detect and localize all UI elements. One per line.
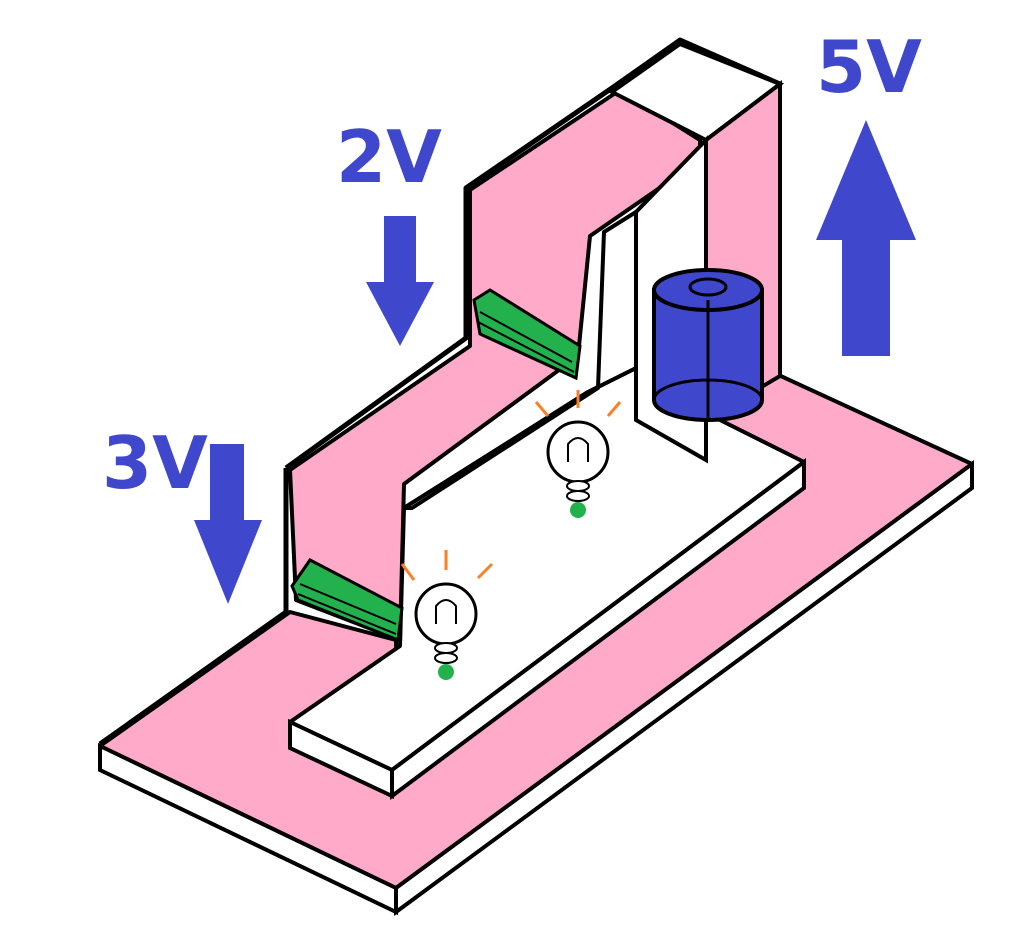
base-right-edge xyxy=(394,460,974,916)
down-arrow-icon xyxy=(194,444,262,604)
bulb-lower xyxy=(400,550,494,680)
resistor-icon xyxy=(472,288,582,381)
wall-top-edge-upper xyxy=(284,37,782,471)
label-5v: 5V xyxy=(816,25,922,109)
arrow-3v xyxy=(194,444,262,604)
battery xyxy=(652,268,764,422)
light-bulb-icon xyxy=(414,582,478,646)
inner-right-edge xyxy=(390,458,806,800)
resistor-icon xyxy=(290,558,404,643)
arrow-2v xyxy=(366,216,434,346)
up-arrow-icon xyxy=(816,120,916,356)
down-arrow-icon xyxy=(366,216,434,346)
glow-lines xyxy=(534,390,622,417)
label-2v: 2V xyxy=(336,115,442,199)
glow-lines xyxy=(400,550,494,581)
arrow-5v xyxy=(816,120,916,356)
wall-inner-face xyxy=(402,210,638,510)
wall-top-edge xyxy=(98,468,289,747)
bulb-base-dot xyxy=(570,502,586,518)
bulb-base-dot xyxy=(438,664,454,680)
resistor-bottom xyxy=(290,558,404,643)
label-3v: 3V xyxy=(102,421,208,505)
bulb-upper xyxy=(534,390,622,518)
base-slab xyxy=(98,366,974,916)
light-bulb-icon xyxy=(546,420,610,484)
resistor-top xyxy=(472,288,582,381)
